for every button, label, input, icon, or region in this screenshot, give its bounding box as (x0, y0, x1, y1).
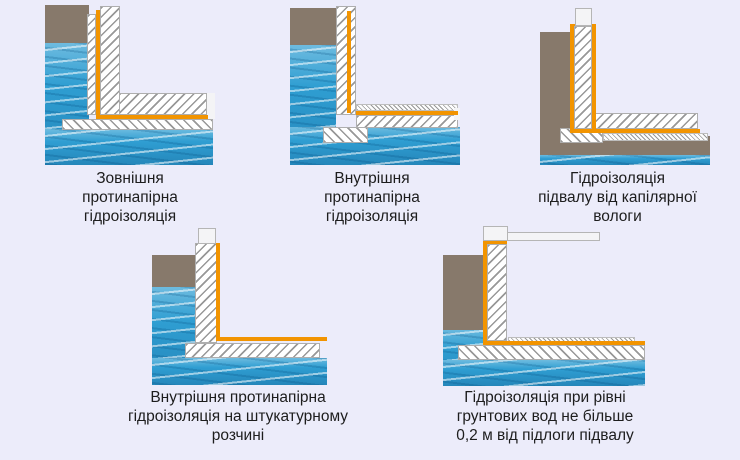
waterproofing-layer-vertical (216, 243, 220, 341)
soil-area (45, 5, 89, 43)
waterproofing-layer-top (483, 240, 507, 244)
basement-wall-hatch (195, 243, 217, 343)
protection-wall-hatch (87, 14, 96, 115)
groundwater-area (152, 358, 327, 385)
ground-floor-slab (497, 232, 600, 241)
figure-capillary-waterproofing (540, 8, 710, 165)
groundwater-area (45, 129, 213, 165)
figure-caption-low-water-level: Гідроізоляція при рівні грунтових вод не… (456, 389, 634, 444)
waterproofing-layer-horizontal (215, 337, 327, 341)
soil-area (152, 255, 195, 287)
waterproofing-layer-vertical (347, 11, 351, 113)
figure-external-waterproofing (45, 5, 215, 165)
footing-slab-hatch (458, 345, 645, 360)
figure-low-water-level (443, 226, 645, 386)
basement-wall-hatch (487, 244, 507, 341)
figure-caption-plaster: Внутрішня протинапірна гідроізоляція на … (127, 389, 349, 444)
floor-slab-hatch (356, 115, 458, 128)
footing-slab-hatch (323, 127, 368, 143)
waterproofing-layer-horizontal (96, 115, 208, 119)
waterproofing-layer-vertical-outer (570, 24, 574, 131)
floor-slab-hatch (118, 93, 207, 115)
screed-layer-fine-hatch (356, 104, 458, 111)
wall-cap (198, 228, 216, 244)
waterproofing-layer-horizontal (347, 111, 458, 115)
groundwater-area (443, 360, 645, 386)
figure-internal-waterproofing (290, 5, 460, 165)
basement-wall-hatch (574, 26, 592, 129)
footing-slab-hatch (62, 119, 213, 130)
groundwater-area (290, 127, 460, 165)
basement-wall-hatch (336, 6, 356, 115)
waterproofing-layer-horizontal (483, 341, 645, 345)
floor-slab-hatch (185, 343, 320, 358)
floor-slab-hatch (592, 113, 698, 129)
soil-area (290, 8, 336, 45)
waterproofing-layer-vertical-inner (592, 24, 596, 131)
figure-caption-internal: Внутрішня протинапірна гідроізоляція (324, 170, 420, 225)
figure-plaster-waterproofing (152, 228, 327, 385)
waterproofing-layer-vertical (483, 240, 487, 341)
waterproofing-layer-horizontal (570, 129, 700, 133)
wall-cap (483, 226, 508, 241)
basement-wall-hatch (100, 6, 120, 115)
wall-cap (575, 8, 592, 26)
slab-end-cap (207, 93, 215, 119)
figure-caption-external: Зовнішня протинапірна гідроізоляція (82, 170, 178, 225)
base-prep-fine-hatch (603, 133, 708, 141)
waterproofing-layer-vertical (96, 10, 100, 116)
soil-area (443, 255, 483, 330)
groundwater-area (540, 155, 710, 165)
figure-caption-capillary: Гідроізоляція підвалу від капілярної вол… (538, 170, 697, 225)
